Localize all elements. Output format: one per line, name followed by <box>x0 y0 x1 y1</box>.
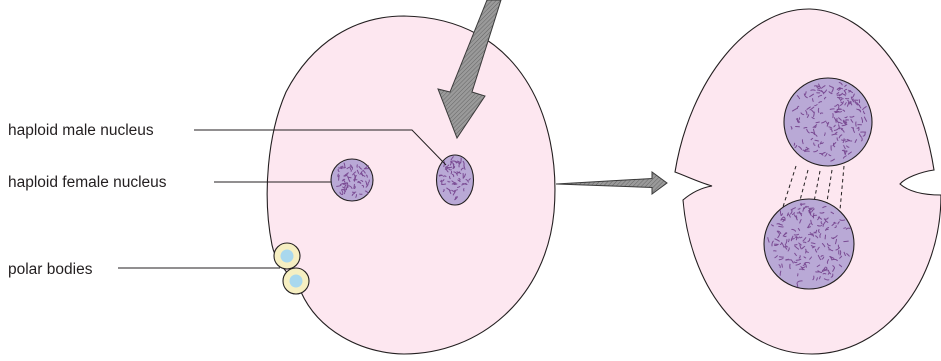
chromatin-strand <box>844 241 849 242</box>
chromatin-strand <box>354 184 355 188</box>
chromatin-strand <box>799 118 800 120</box>
zygote-cell <box>675 9 941 354</box>
upper-daughter-nucleus <box>784 78 872 166</box>
chromatin-strand <box>801 203 802 205</box>
male-nucleus-label: haploid male nucleus <box>8 122 154 139</box>
chromatin-strand <box>454 184 457 185</box>
polar-body <box>274 243 300 269</box>
chromatin-strand <box>806 249 807 253</box>
process-arrow <box>556 172 667 194</box>
chromatin-strand <box>818 226 822 227</box>
dividing-zygote <box>675 9 941 354</box>
chromatin-strand <box>806 149 808 150</box>
chromatin-strand <box>444 176 446 177</box>
chromatin-strand <box>339 175 340 180</box>
chromatin-strand <box>800 269 805 270</box>
chromatin-strand <box>784 247 788 248</box>
lower-daughter-nucleus <box>764 199 854 289</box>
chromatin-strand <box>339 168 342 169</box>
chromatin-strand <box>442 184 446 185</box>
egg-cell <box>267 16 555 354</box>
chromatin-strand <box>807 227 810 228</box>
chromatin-strand <box>820 213 824 214</box>
chromatin-strand <box>794 143 795 145</box>
polar-bodies-label: polar bodies <box>8 261 93 278</box>
chromatin-strand <box>844 228 846 229</box>
polar-body <box>283 268 309 294</box>
fertilised-egg <box>267 0 555 354</box>
male-nucleus <box>437 155 474 205</box>
chromatin-strand <box>451 171 452 173</box>
chromatin-strand <box>804 242 806 243</box>
female-nucleus-label: haploid female nucleus <box>8 174 167 191</box>
chromatin-strand <box>816 122 819 123</box>
chromatin-strand <box>840 251 841 255</box>
chromatin-strand <box>830 109 834 110</box>
chromatin-strand <box>338 174 339 177</box>
chromatin-strand <box>840 220 845 221</box>
female-nucleus <box>331 159 373 201</box>
chromatin-strand <box>809 234 812 235</box>
label-polar-bodies: polar bodies <box>8 261 280 278</box>
chromatin-strand <box>779 226 784 227</box>
chromatin-strand <box>826 229 828 230</box>
chromatin-strand <box>806 92 807 95</box>
chromatin-strand <box>782 264 783 267</box>
chromatin-strand <box>806 207 809 208</box>
